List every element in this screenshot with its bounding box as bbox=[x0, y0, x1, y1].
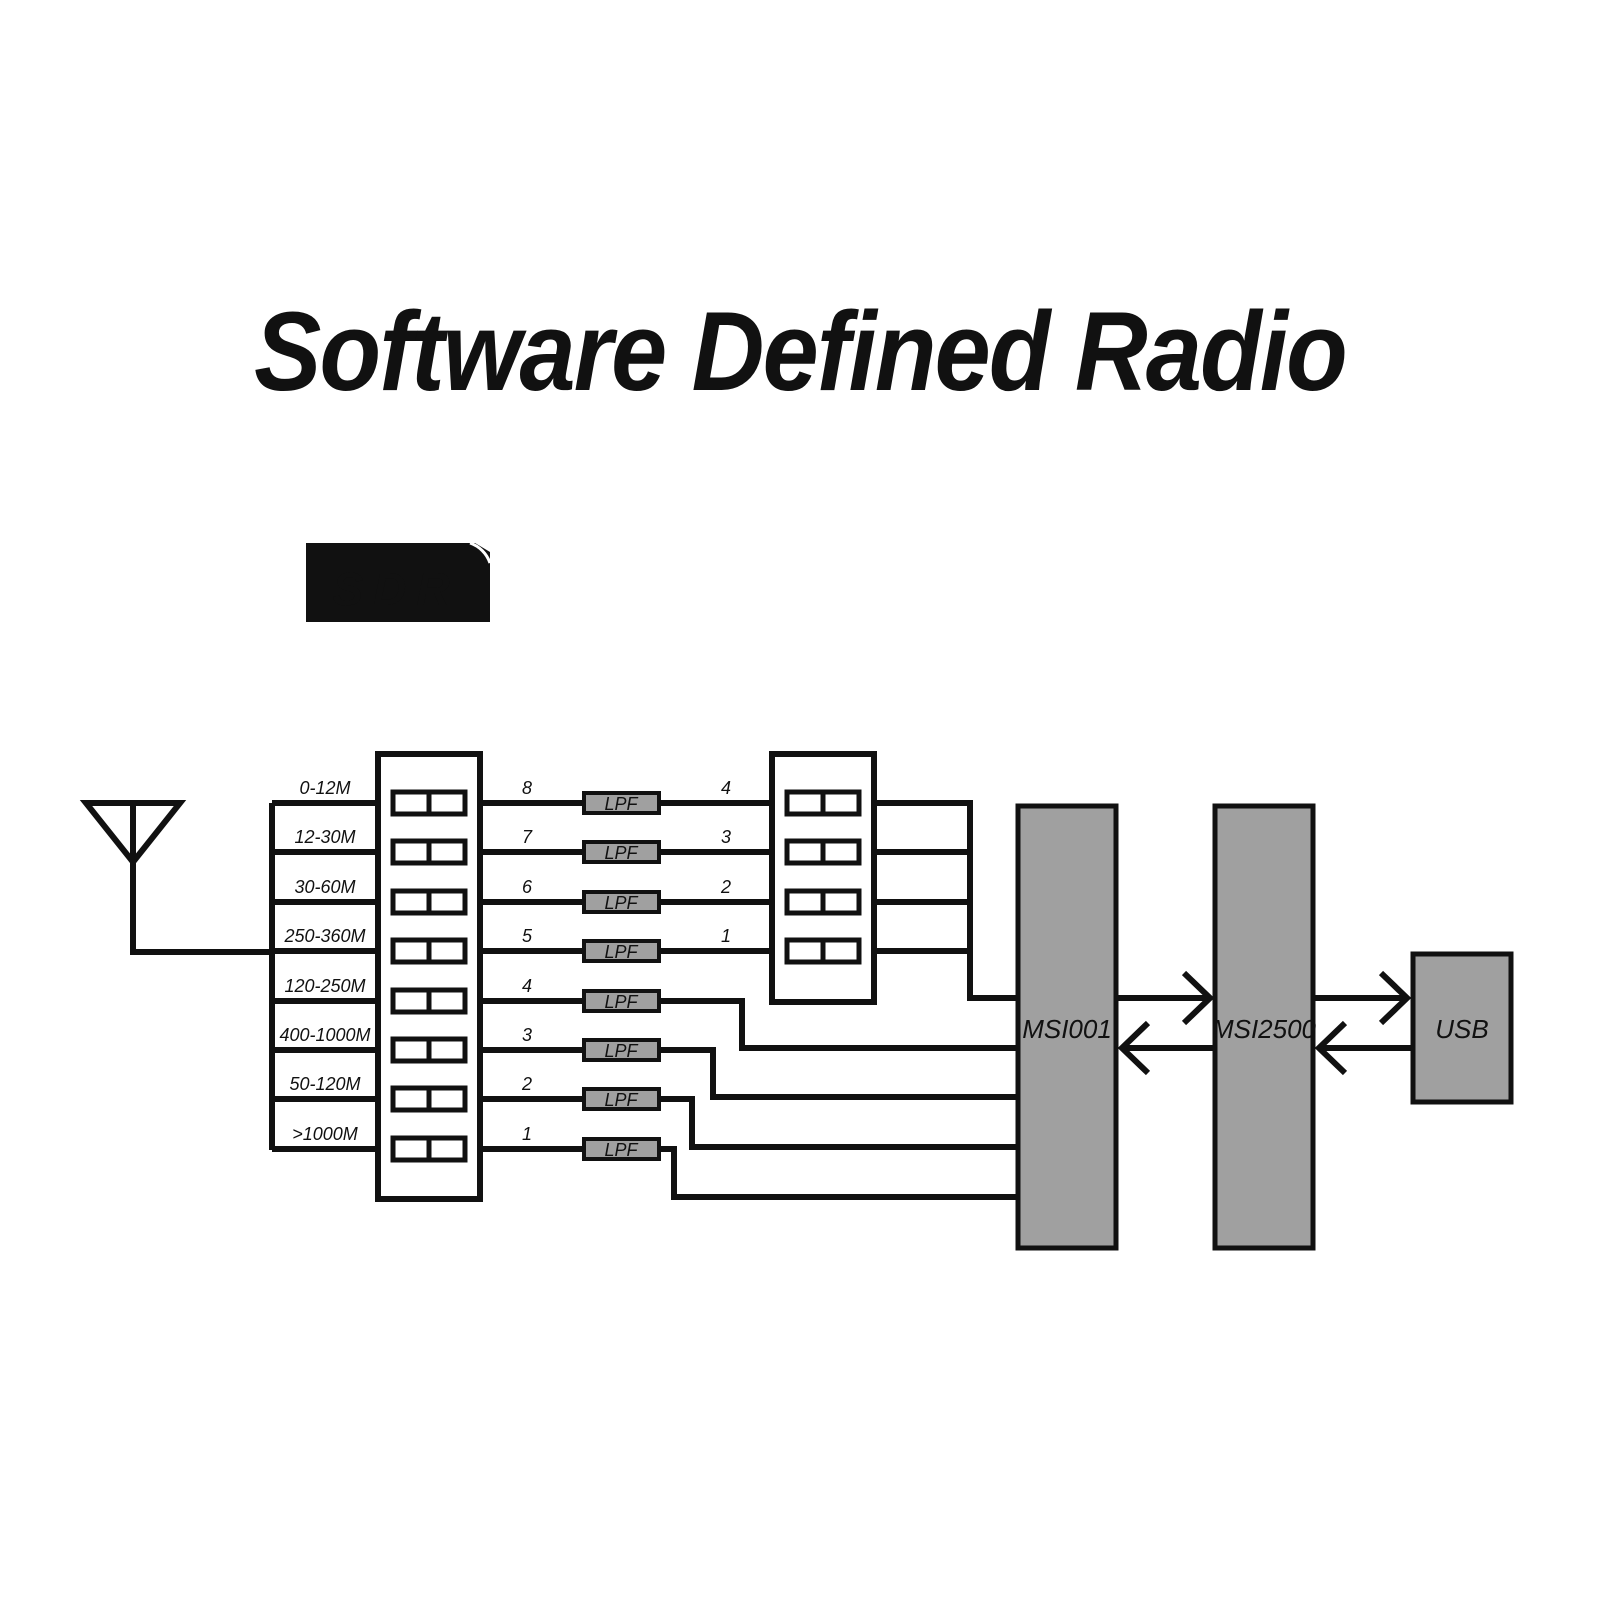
switch2-port-number: 2 bbox=[720, 877, 731, 897]
band-label: 400-1000M bbox=[279, 1025, 370, 1045]
switch1-port-number: 5 bbox=[522, 926, 533, 946]
band-label: 250-360M bbox=[283, 926, 365, 946]
sdr-badge-label: SDR bbox=[332, 563, 459, 615]
switch2-output-bus bbox=[874, 800, 1018, 1001]
lpf-label: LPF bbox=[604, 942, 638, 962]
antenna-feed-wire bbox=[130, 862, 272, 955]
arrow-head-right-2 bbox=[1378, 970, 1412, 1026]
switch1-port-number: 4 bbox=[522, 976, 532, 996]
lpf-label: LPF bbox=[604, 992, 638, 1012]
band-label: 50-120M bbox=[289, 1074, 360, 1094]
switch1-port-number: 8 bbox=[522, 778, 532, 798]
msi001-chip bbox=[1015, 803, 1119, 1251]
band-label: 12-30M bbox=[294, 827, 355, 847]
sdr-badge-shape bbox=[306, 543, 490, 622]
switch1-port-number: 7 bbox=[522, 827, 533, 847]
badge-signal-arc-1 bbox=[469, 541, 492, 564]
lpf-label: LPF bbox=[604, 794, 638, 814]
lpf-label: LPF bbox=[604, 843, 638, 863]
band-label: >1000M bbox=[292, 1124, 358, 1144]
switch1-port-number: 2 bbox=[521, 1074, 532, 1094]
lpf-label: LPF bbox=[604, 1140, 638, 1160]
arrow-head-right-1 bbox=[1181, 970, 1215, 1026]
msi2500-label: MSI2500 bbox=[1212, 1014, 1317, 1044]
usb-label: USB bbox=[1435, 1014, 1488, 1044]
badge-signal-arc-2 bbox=[477, 539, 494, 557]
band-label: 30-60M bbox=[294, 877, 355, 897]
lpf-label: LPF bbox=[604, 893, 638, 913]
antenna-icon bbox=[79, 800, 272, 955]
lpf-label: LPF bbox=[604, 1090, 638, 1110]
band-label: 0-12M bbox=[299, 778, 350, 798]
msi001-label: MSI001 bbox=[1022, 1014, 1112, 1044]
filter-to-msi001-wire bbox=[659, 998, 1018, 1051]
filter-to-msi001-wire bbox=[659, 1096, 1018, 1150]
usb-block bbox=[1410, 951, 1514, 1105]
band-label: 120-250M bbox=[284, 976, 365, 996]
switch1-port-number: 6 bbox=[522, 877, 533, 897]
filter-to-msi001-wire bbox=[659, 1146, 1018, 1200]
switch2-port-number: 3 bbox=[721, 827, 731, 847]
switch1-port-number: 3 bbox=[522, 1025, 532, 1045]
lpf-label: LPF bbox=[604, 1041, 638, 1061]
arrow-head-left-2 bbox=[1314, 1020, 1348, 1076]
arrow-head-left-1 bbox=[1117, 1020, 1151, 1076]
msi2500-chip bbox=[1212, 803, 1316, 1251]
filter-to-msi001-wire bbox=[659, 1047, 1018, 1100]
switch1-port-number: 1 bbox=[522, 1124, 532, 1144]
switch-block-1 bbox=[375, 751, 483, 1202]
page-title: Software Defined Radio bbox=[254, 289, 1348, 414]
switch2-port-number: 4 bbox=[721, 778, 731, 798]
switch2-port-number: 1 bbox=[721, 926, 731, 946]
sdr-badge: SDR bbox=[306, 539, 494, 622]
chip-arrows bbox=[1116, 970, 1413, 1076]
